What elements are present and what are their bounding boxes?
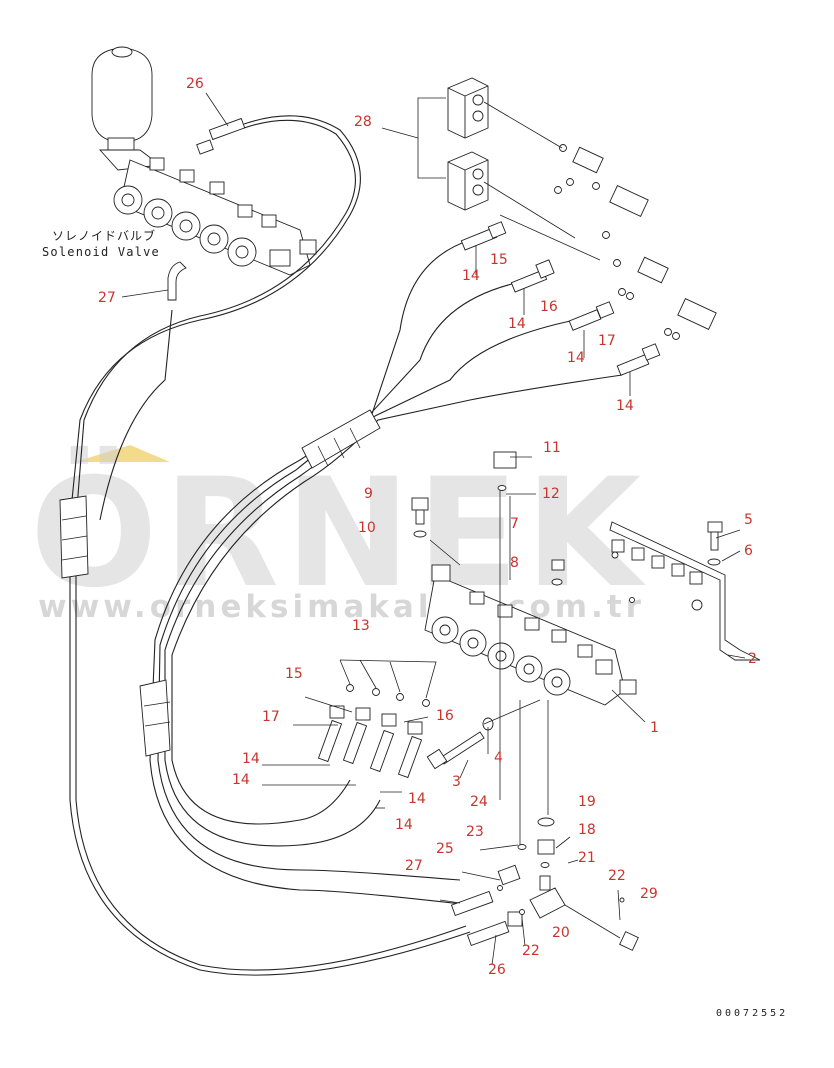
- hose-ends-upper: [460, 221, 661, 376]
- callout-18: 18: [578, 822, 596, 838]
- callout-5: 5: [744, 512, 753, 528]
- callout-23: 23: [466, 824, 484, 840]
- hose-bundle: [59, 115, 623, 976]
- callout-10: 10: [358, 520, 376, 536]
- watermark: ÖRNEK www.orneksimakalari.com.tr: [30, 445, 647, 625]
- callout-21: 21: [578, 850, 596, 866]
- callout-8: 8: [510, 555, 519, 571]
- watermark-url: www.orneksimakalari.com.tr: [38, 589, 645, 625]
- callout-12: 12: [542, 486, 560, 502]
- callout-11: 11: [543, 440, 561, 456]
- hose-fitting-26-top: [196, 117, 246, 155]
- callout-27: 27: [98, 290, 116, 306]
- elbow-fitting-27: [167, 261, 187, 301]
- callout-28: 28: [354, 114, 372, 130]
- callout-25: 25: [436, 841, 454, 857]
- callout-7: 7: [510, 516, 519, 532]
- callout-3: 3: [452, 774, 461, 790]
- callout-26: 26: [186, 76, 204, 92]
- callout-22: 22: [522, 943, 540, 959]
- callout-9: 9: [364, 486, 373, 502]
- callout-14: 14: [616, 398, 634, 414]
- callout-16: 16: [436, 708, 454, 724]
- callout-13: 13: [352, 618, 370, 634]
- callout-1: 1: [650, 720, 659, 736]
- callout-2: 2: [748, 651, 757, 667]
- callout-14: 14: [395, 817, 413, 833]
- drawing-number: 00072552: [716, 1008, 788, 1019]
- watermark-brand: ÖRNEK: [30, 445, 647, 621]
- hose-ends-lower: [317, 659, 437, 779]
- callout-26: 26: [488, 962, 506, 978]
- callout-14: 14: [508, 316, 526, 332]
- watermark-accent: [75, 445, 170, 462]
- callout-leaders: [121, 92, 746, 966]
- callout-4: 4: [494, 750, 503, 766]
- solenoid-label-en: Solenoid Valve: [42, 245, 160, 259]
- solenoid-label-jp: ソレノイドバルブ: [52, 228, 156, 243]
- lower-valve-assembly: [411, 451, 761, 845]
- bottom-fittings: [450, 817, 639, 951]
- callout-20: 20: [552, 925, 570, 941]
- callout-15: 15: [490, 252, 508, 268]
- callout-19: 19: [578, 794, 596, 810]
- solenoid-valve-assembly: ソレノイドバルブ Solenoid Valve: [42, 46, 317, 276]
- callout-22: 22: [608, 868, 626, 884]
- callout-17: 17: [262, 709, 280, 725]
- valve-blocks-28: [381, 77, 717, 340]
- callout-14: 14: [462, 268, 480, 284]
- callout-14: 14: [242, 751, 260, 767]
- callout-numbers: 26 28 27 15 14 16 14 17 14 14 11 9 12 10…: [98, 76, 757, 978]
- callout-27: 27: [405, 858, 423, 874]
- callout-14: 14: [408, 791, 426, 807]
- callout-14: 14: [232, 772, 250, 788]
- callout-15: 15: [285, 666, 303, 682]
- callout-17: 17: [598, 333, 616, 349]
- callout-29: 29: [640, 886, 658, 902]
- callout-16: 16: [540, 299, 558, 315]
- callout-24: 24: [470, 794, 488, 810]
- callout-6: 6: [744, 543, 753, 559]
- callout-14: 14: [567, 350, 585, 366]
